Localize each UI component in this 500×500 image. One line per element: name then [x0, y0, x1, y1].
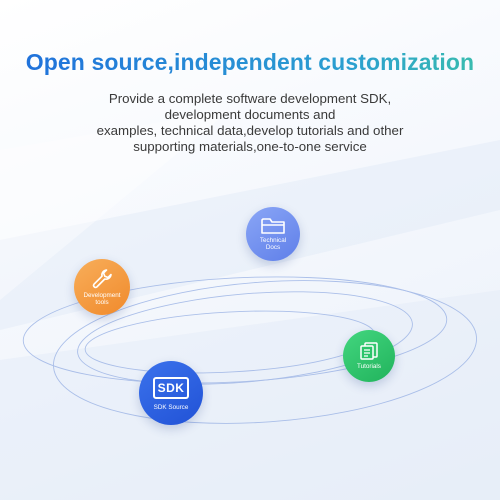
- development-tools-label: Development tools: [83, 291, 121, 307]
- orbit-ring-outer: [53, 280, 477, 424]
- tutorials-label: Tutorials: [357, 363, 381, 371]
- sdk-icon: SDK: [153, 376, 189, 399]
- description-line-3: examples, technical data,develop tutoria…: [96, 123, 404, 138]
- technical-docs-label: Technical Docs: [259, 236, 287, 252]
- wrench-icon: [92, 268, 112, 288]
- document-stack-icon: [360, 342, 378, 360]
- description-line-1: Provide a complete software development …: [108, 91, 392, 106]
- headline: Open source,independent customization: [0, 49, 500, 76]
- sdk-source-label: SDK Source: [153, 403, 189, 411]
- orbit-ring-wide: [22, 276, 448, 384]
- folder-icon: [261, 217, 285, 234]
- description-line-2: development documents and: [164, 107, 336, 122]
- development-tools-node[interactable]: Development tools: [74, 259, 130, 315]
- orbit-ring-middle: [77, 291, 413, 385]
- tutorials-node[interactable]: Tutorials: [343, 330, 395, 382]
- sdk-source-node[interactable]: SDK SDK Source: [139, 361, 203, 425]
- technical-docs-node[interactable]: Technical Docs: [246, 207, 300, 261]
- description-line-4: supporting materials,one-to-one service: [133, 139, 367, 154]
- description: Provide a complete software development …: [50, 91, 450, 155]
